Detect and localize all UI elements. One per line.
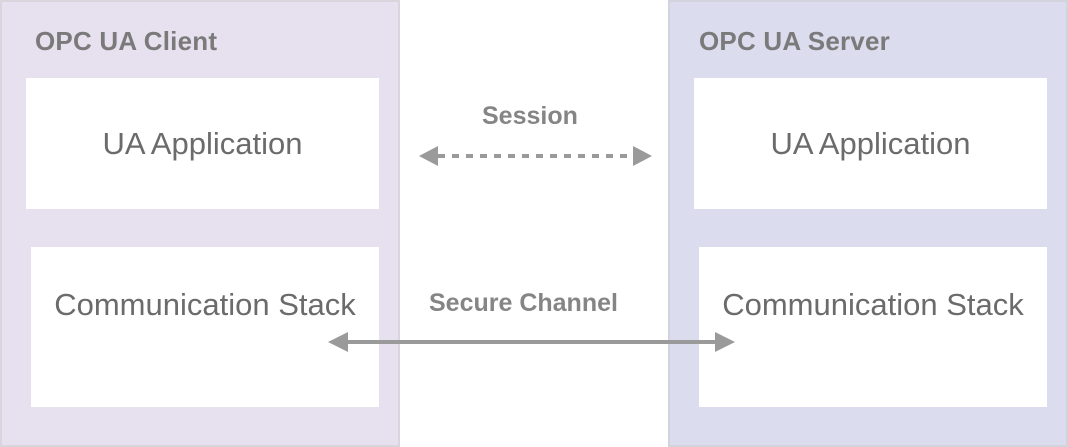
session-arrow-left-head xyxy=(419,146,438,166)
server-stack-box: Communication Stack xyxy=(699,247,1047,407)
client-application-box: UA Application xyxy=(26,78,379,209)
session-arrow-right-head xyxy=(633,146,652,166)
client-title: OPC UA Client xyxy=(35,26,218,56)
secure-channel-label: Secure Channel xyxy=(429,289,618,317)
session-arrow xyxy=(419,146,652,166)
server-application-box: UA Application xyxy=(694,78,1047,209)
server-title: OPC UA Server xyxy=(699,26,890,56)
client-application-label: UA Application xyxy=(102,125,303,161)
client-stack-box: Communication Stack xyxy=(31,247,379,407)
session-label: Session xyxy=(482,102,578,130)
client-stack-label: Communication Stack xyxy=(54,287,356,322)
client-panel: OPC UA Client UA Application Communicati… xyxy=(0,0,400,447)
server-panel: OPC UA Server UA Application Communicati… xyxy=(668,0,1068,447)
server-stack-label: Communication Stack xyxy=(722,287,1024,322)
server-application-label: UA Application xyxy=(770,125,971,161)
